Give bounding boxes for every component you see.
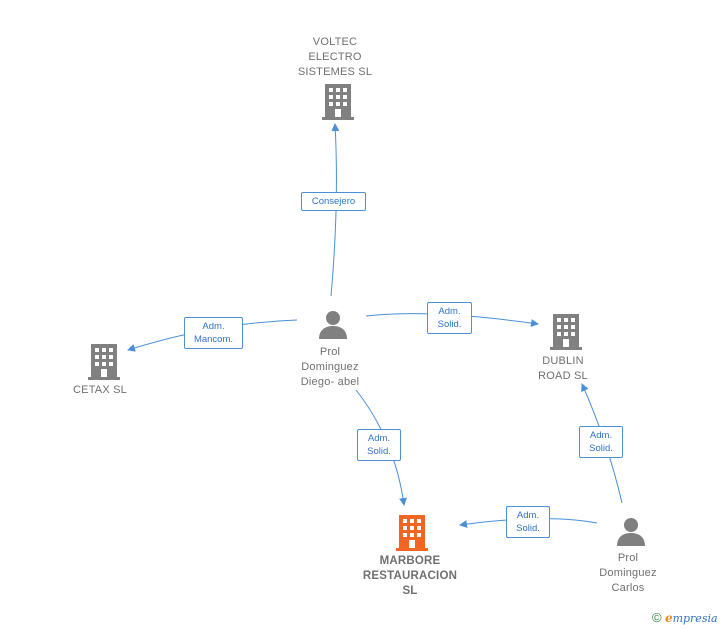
building-icon [88, 344, 120, 380]
building-icon [550, 314, 582, 350]
brand-initial: e [664, 611, 673, 625]
building-icon-main [396, 515, 428, 551]
edge-label-adm-solid-marbore-diego: Adm. Solid. [357, 429, 401, 461]
building-icon [322, 84, 354, 120]
edge-label-consejero: Consejero [301, 192, 366, 211]
copyright-symbol: © [652, 610, 662, 625]
node-label-voltec[interactable]: VOLTEC ELECTRO SISTEMES SL [297, 36, 373, 78]
node-label-dublin[interactable]: DUBLIN ROAD SL [538, 355, 588, 382]
person-icon [617, 518, 645, 546]
person-icon [319, 311, 347, 339]
brand-name: mpresia [672, 612, 718, 625]
edge-label-adm-mancom: Adm. Mancom. [184, 317, 243, 349]
edge-label-adm-solid-dublin-carlos: Adm. Solid. [579, 426, 623, 458]
node-label-cetax[interactable]: CETAX SL [73, 384, 127, 396]
node-label-prol-carlos[interactable]: Prol Dominguez Carlos [599, 552, 657, 594]
node-label-marbore[interactable]: MARBORE RESTAURACION SL [362, 555, 458, 597]
empresia-logo: © empresia [652, 610, 718, 625]
edge-label-adm-solid-marbore-carlos: Adm. Solid. [506, 506, 550, 538]
node-label-prol-diego[interactable]: Prol Dominguez Diego- abel [300, 346, 360, 388]
edge-label-adm-solid-dublin-diego: Adm. Solid. [427, 302, 472, 334]
